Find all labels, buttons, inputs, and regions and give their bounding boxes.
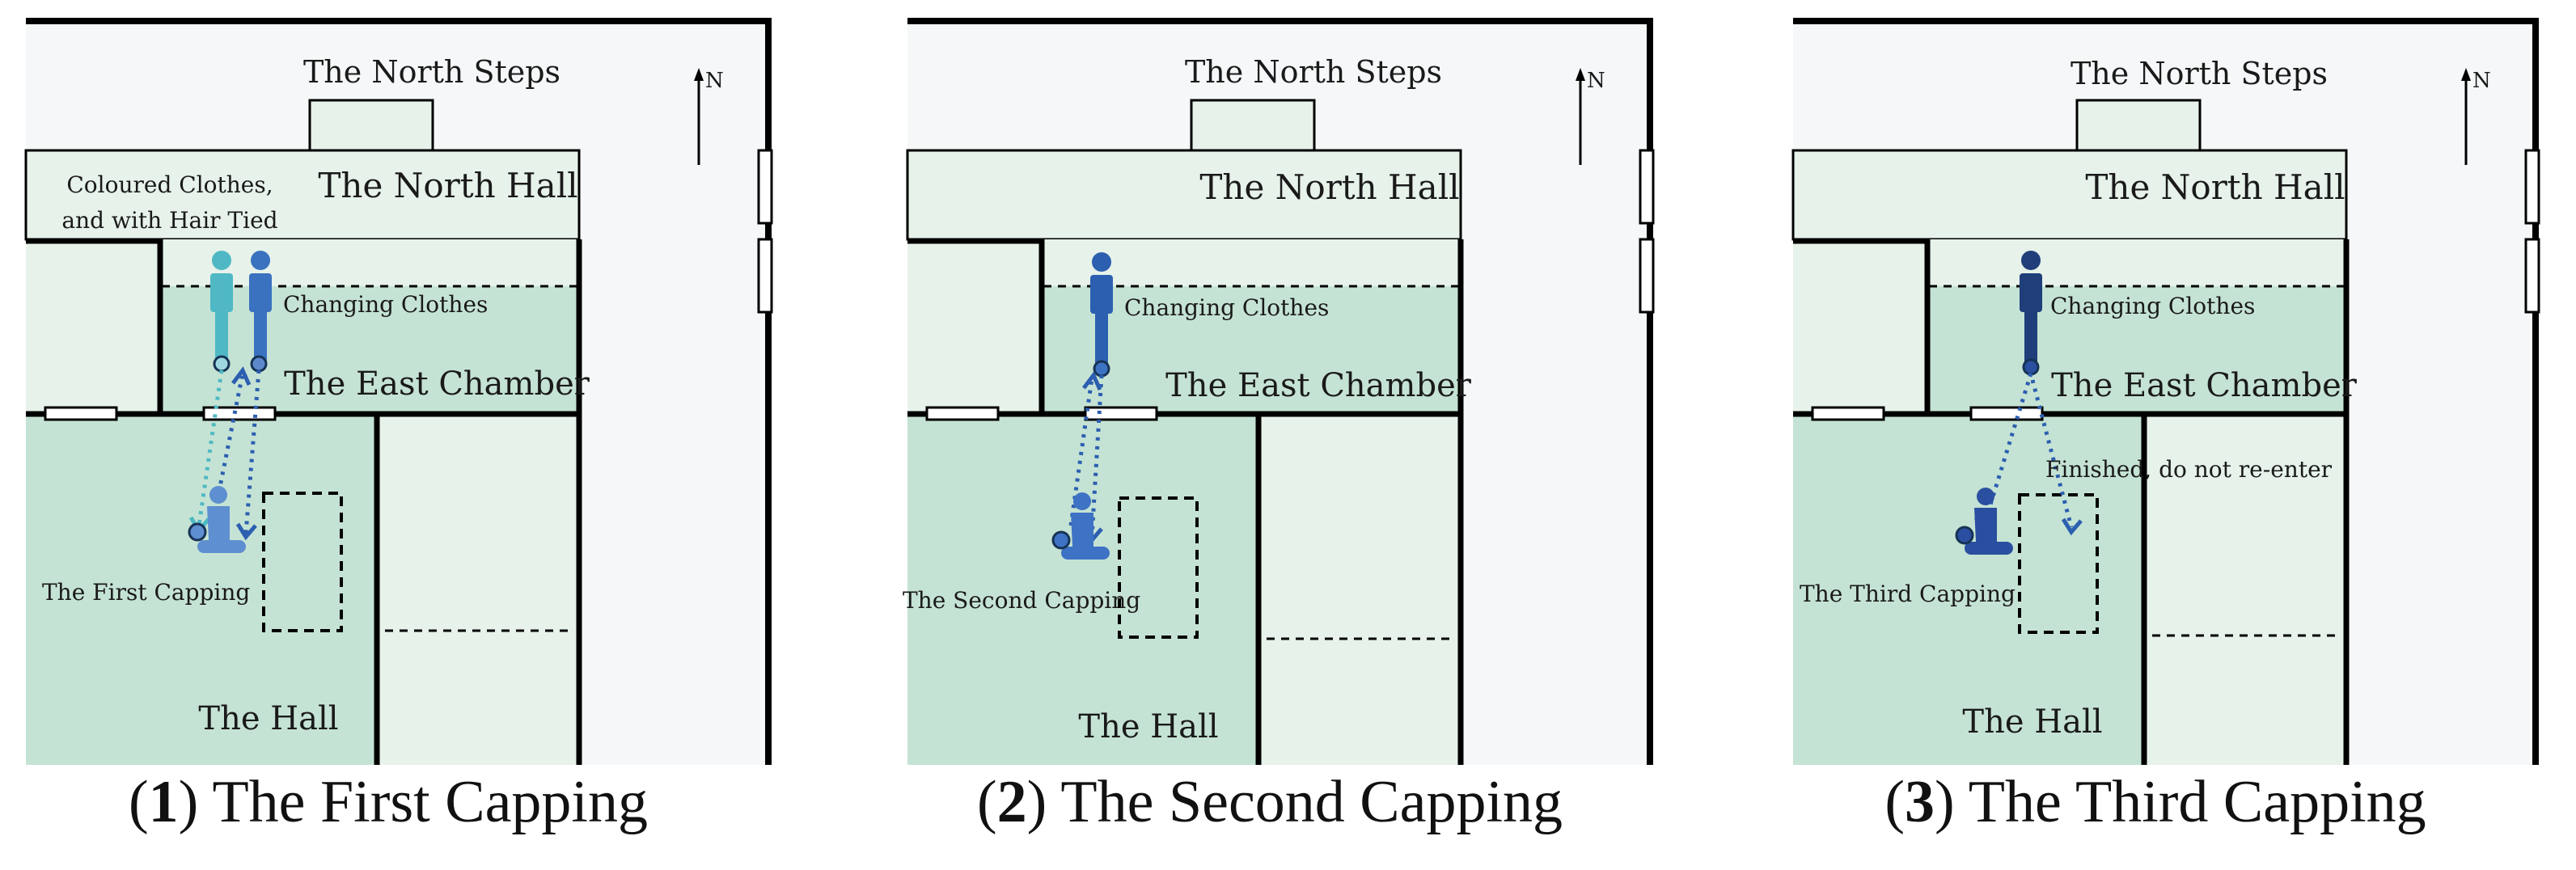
start-marker-a [213,355,231,373]
chamber-wall [907,238,1045,414]
chamber-wall [1793,238,1931,414]
door-1 [925,406,1000,421]
north-hall-label: The North Hall [1199,167,1459,207]
capping-label: The Third Capping [1800,581,2016,607]
west-room-area [379,414,579,765]
hall-label: The Hall [1078,708,1218,745]
capping-marker [1051,530,1071,550]
path-out-b [243,370,261,534]
compass-label: N [1587,69,1605,93]
panel-2: N The North Steps The North Hall Changin… [882,0,1674,870]
capping-label: The First Capping [42,579,250,606]
panel-1: N The North Steps The North Hall Coloure… [0,0,793,870]
north-steps-label: The North Steps [303,54,560,90]
changing-label: Changing Clothes [1124,294,1329,321]
standing-figure-coloured [210,251,233,364]
east-chamber-area [1929,286,2346,414]
path-exit [2030,379,2074,528]
door-2 [1969,406,2044,421]
capping-mat [2018,493,2099,634]
north-steps-label: The North Steps [2071,56,2328,91]
kneeling-figure [197,486,246,553]
arrowhead-b [1082,371,1102,391]
window-2 [1639,238,1655,314]
compass-label: N [2472,69,2491,93]
outer-wall [907,18,1653,765]
arrowhead-b [2061,517,2083,536]
capping-label: The Second Capping [903,587,1140,614]
kneeling-figure [1061,492,1110,560]
east-chamber-label: The East Chamber [2051,367,2358,404]
path-in [1068,378,1094,526]
floor-plan-3: N The North Steps The North Hall Changin… [1791,18,2540,765]
caption-text: The Third Capping [1968,769,2426,835]
panel-caption: (3) The Third Capping [1884,769,2426,835]
note-line-1: Coloured Clothes, [66,171,273,198]
changing-label: Changing Clothes [2050,293,2255,319]
standing-figure-robed [249,251,272,364]
compass-head [1576,68,1585,81]
arrowhead-c [231,366,252,386]
outer-wall [1793,18,2539,765]
start-marker-b [250,355,268,373]
window-1 [757,149,773,225]
door-1 [1811,406,1885,421]
outer-wall [26,18,772,765]
east-chamber-label: The East Chamber [1165,367,1472,404]
north-hall-label: The North Hall [318,166,577,205]
finished-note: Finished, do not re-enter [2045,456,2333,483]
door-1 [44,406,118,421]
panel-caption: (1) The First Capping [129,769,648,835]
note-line-2: and with Hair Tied [61,207,277,234]
north-hall-area [906,149,1462,241]
door-2 [202,406,277,421]
compass-head [694,68,704,81]
west-room-area [1260,414,1461,765]
changing-label: Changing Clothes [283,291,488,318]
hall-area [26,414,379,765]
caption-text: The Second Capping [1060,769,1563,835]
standing-figure-robed [1090,252,1113,367]
hall-area [1793,414,2146,765]
kneeling-figure [1965,488,2013,555]
caption-text: The First Capping [212,769,648,835]
north-steps-block [308,99,434,152]
window-1 [1639,149,1655,225]
window-2 [2524,238,2540,314]
north-steps-block [1190,99,1316,152]
compass-label: N [705,69,724,93]
compass-head [2461,68,2471,81]
capping-mat [262,492,343,632]
window-2 [757,238,773,314]
panel-caption: (2) The Second Capping [976,769,1563,835]
north-steps-label: The North Steps [1185,54,1442,90]
north-hall-label: The North Hall [2085,167,2345,207]
panel-number: 3 [1904,769,1935,835]
hall-label: The Hall [1962,703,2102,741]
north-hall-area [24,149,581,241]
arrowhead-b [235,522,257,541]
north-steps-block [2075,99,2202,152]
panel-number: 1 [148,769,179,835]
chamber-wall [26,238,163,414]
path-out [1089,374,1104,538]
east-chamber-label: The East Chamber [284,365,590,403]
panel-number: 2 [996,769,1027,835]
capping-marker [188,522,207,542]
hall-label: The Hall [198,700,338,737]
floor-plan-2: N The North Steps The North Hall Changin… [903,18,1655,765]
panel-3: N The North Steps The North Hall Changin… [1767,0,2560,870]
floor-plan-1: N The North Steps The North Hall Coloure… [24,18,773,765]
window-1 [2524,149,2540,225]
start-marker [2022,358,2040,376]
door-2 [1084,406,1158,421]
start-marker [1093,360,1110,378]
west-room-area [2146,414,2346,765]
standing-figure-robed [2020,251,2042,365]
capping-marker [1955,526,1974,545]
capping-mat [1118,496,1199,639]
north-hall-area [1791,149,2348,241]
hall-area [907,414,1260,765]
